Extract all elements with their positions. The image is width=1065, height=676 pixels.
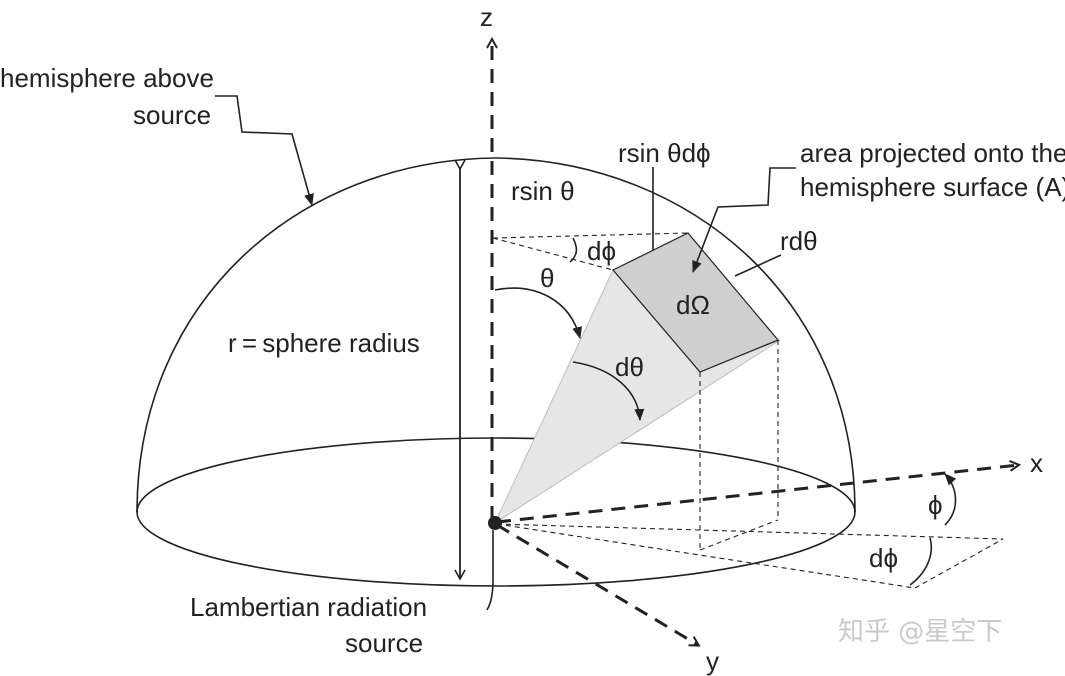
d-phi-top-label: dϕ xyxy=(587,236,616,266)
phi-label: ϕ xyxy=(928,490,943,520)
d-theta-label: dθ xyxy=(615,352,644,382)
rsin-theta-dphi-label: rsin θdϕ xyxy=(618,138,711,168)
y-axis-label: y xyxy=(706,646,719,676)
floor-line-4 xyxy=(699,519,779,551)
floor-line-2 xyxy=(496,523,1004,540)
theta-label: θ xyxy=(540,263,554,293)
rsin-theta-line xyxy=(492,232,689,239)
phi-arc xyxy=(944,473,957,526)
rsin-theta-line-2 xyxy=(492,237,614,271)
x-axis xyxy=(496,465,1018,524)
hemisphere-base-ellipse xyxy=(136,437,856,587)
hemisphere-label-line1: hemisphere above xyxy=(0,63,214,93)
source-label-line1: Lambertian radiation xyxy=(190,592,427,622)
rsin-theta-label: rsin θ xyxy=(511,176,575,206)
d-theta-arc xyxy=(572,361,645,421)
d-phi-bottom-label: dϕ xyxy=(869,543,898,573)
source-point xyxy=(488,516,502,530)
area-label-line1: area projected onto the xyxy=(800,138,1065,168)
floor-line-1 xyxy=(496,523,916,589)
source-leader xyxy=(486,530,494,611)
theta-arc xyxy=(494,287,583,339)
watermark: 知乎 @星空下 xyxy=(838,617,1002,647)
floor-line-3 xyxy=(914,538,1004,589)
z-axis-label: z xyxy=(480,2,493,32)
hemisphere-leader xyxy=(215,95,314,206)
x-axis-label: x xyxy=(1030,448,1043,478)
hemisphere-label-line2: source xyxy=(133,100,211,130)
d-phi-bottom-arc xyxy=(909,537,932,586)
d-phi-top-arc xyxy=(569,237,578,263)
radius-label: r = sphere radius xyxy=(228,328,420,358)
d-omega-label: dΩ xyxy=(676,290,710,320)
rd-theta-leader xyxy=(734,254,782,277)
rd-theta-label: rdθ xyxy=(780,226,818,256)
area-label-line2: hemisphere surface (A) xyxy=(800,172,1065,202)
hemisphere-dome xyxy=(136,157,856,513)
source-label-line2: source xyxy=(345,628,423,658)
area-leader xyxy=(692,167,796,273)
y-axis xyxy=(496,523,698,645)
